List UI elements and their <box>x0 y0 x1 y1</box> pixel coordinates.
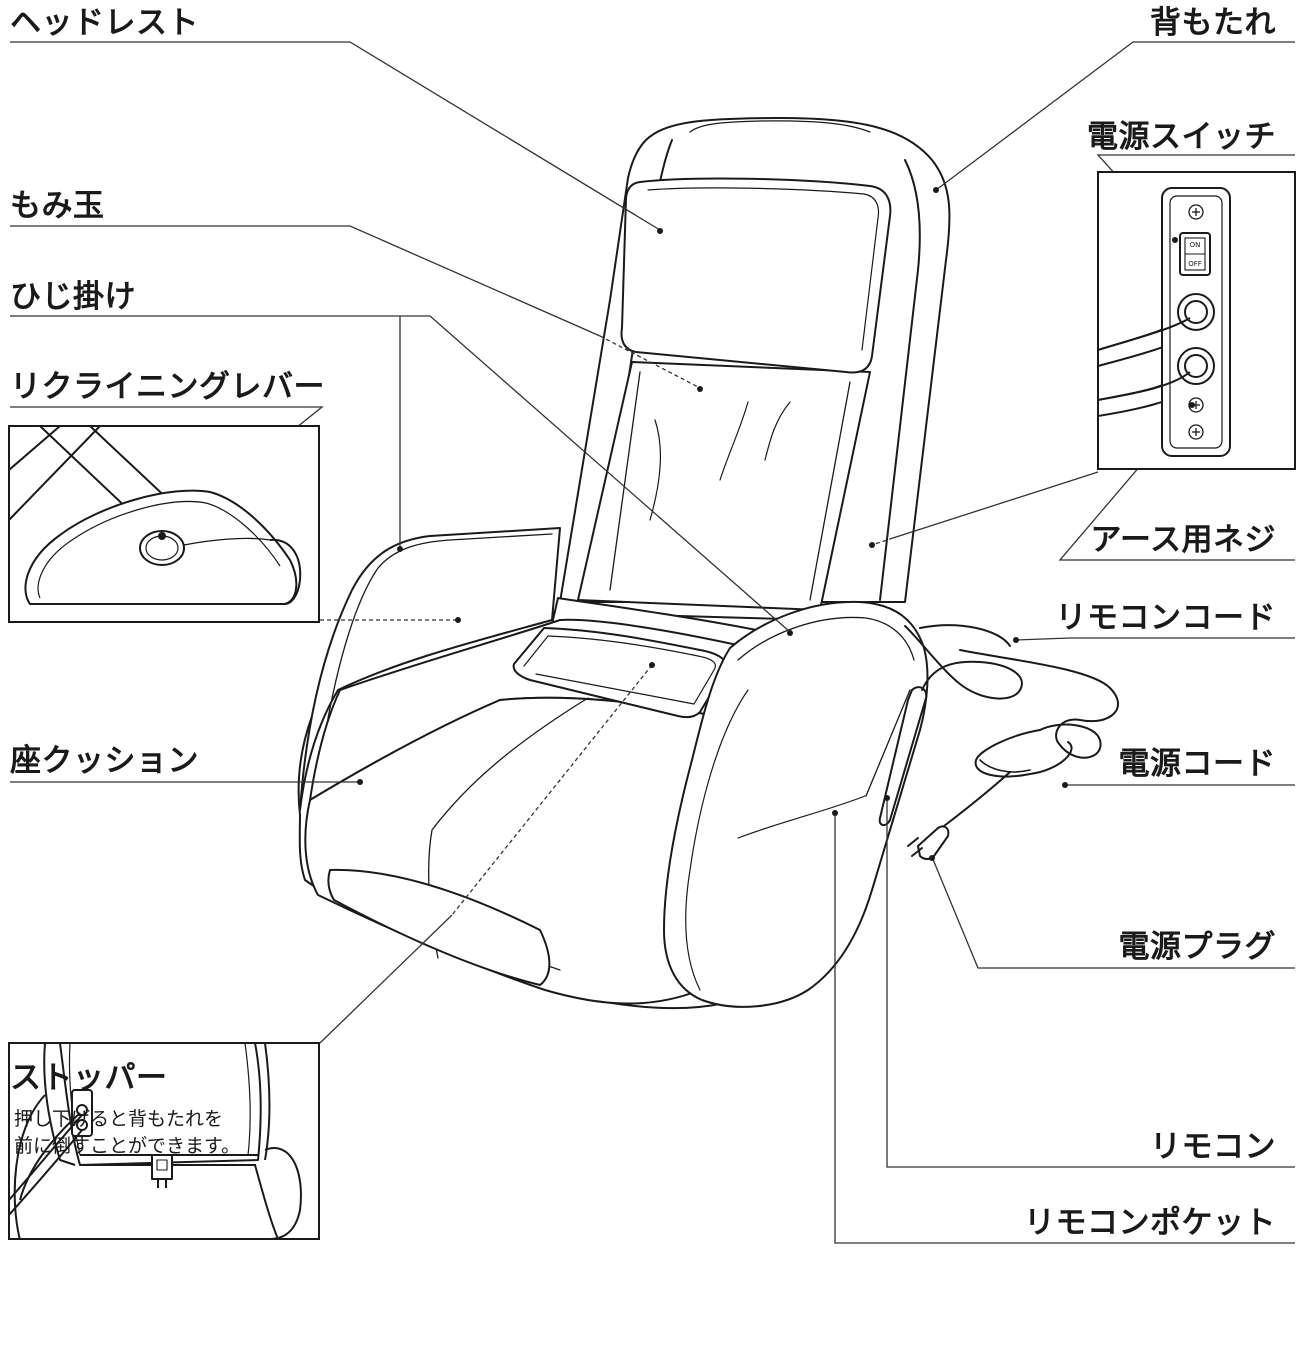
label-power-switch: 電源スイッチ <box>1087 119 1276 155</box>
label-backrest: 背もたれ <box>1150 5 1276 41</box>
armrest-left <box>299 527 561 811</box>
leader-headrest <box>10 41 661 231</box>
armrest-right <box>663 600 929 1008</box>
stopper-note-line1: 押し下げると背もたれを <box>14 1108 224 1130</box>
remote-cord <box>904 625 1023 700</box>
switch-on-label: ON <box>1190 241 1201 249</box>
leader-power-plug <box>931 856 1295 969</box>
leader-earth-box <box>892 471 1099 539</box>
label-remote-pocket: リモコンポケット <box>1024 1205 1276 1241</box>
chair-illustration <box>297 117 1120 1010</box>
leader-remote-pocket <box>834 812 1295 1244</box>
label-seat-cushion: 座クッション <box>10 743 199 779</box>
label-armrest: ひじ掛け <box>10 279 136 315</box>
panel-screw-bottom <box>1188 424 1204 440</box>
inset-stopper <box>8 1042 320 1240</box>
leader-armrest-back <box>10 315 791 633</box>
inset-recline-lever <box>8 425 320 623</box>
label-earth-screw: アース用ネジ <box>1090 522 1276 558</box>
label-remote: リモコン <box>1150 1129 1276 1165</box>
backrest-rail-right <box>879 159 921 601</box>
headrest-pillow <box>620 177 892 374</box>
leader-remote <box>886 798 1295 1168</box>
power-plug <box>917 825 950 860</box>
label-stopper: ストッパー <box>10 1060 168 1096</box>
socket-lower <box>1177 347 1215 385</box>
label-remote-cord: リモコンコード <box>1055 600 1276 636</box>
label-headrest: ヘッドレスト <box>10 5 199 41</box>
recline-lever-knob <box>139 530 185 566</box>
leader-seat-stopper-dashed <box>451 664 653 916</box>
leader-backrest <box>935 41 1295 191</box>
stopper-note-line2: 前に倒すことができます。 <box>14 1135 241 1157</box>
leader-stopper-link <box>319 914 453 1044</box>
leader-remote-cord <box>1015 637 1295 641</box>
label-power-cord: 電源コード <box>1118 746 1276 782</box>
leader-massage-balls <box>10 225 601 337</box>
inset-power-switch: ON OFF <box>1097 171 1296 470</box>
switch-off-label: OFF <box>1188 260 1202 268</box>
power-cord <box>959 649 1120 759</box>
label-massage-balls: もみ玉 <box>10 188 105 224</box>
label-power-plug: 電源プラグ <box>1118 929 1276 965</box>
leader-earth-dashed <box>871 537 894 546</box>
leader-massage-balls-dashed <box>599 335 701 389</box>
remote-body <box>878 686 928 826</box>
socket-upper <box>1177 293 1215 331</box>
panel-screw-top <box>1188 204 1204 220</box>
label-recline-lever: リクライニングレバー <box>10 369 325 405</box>
